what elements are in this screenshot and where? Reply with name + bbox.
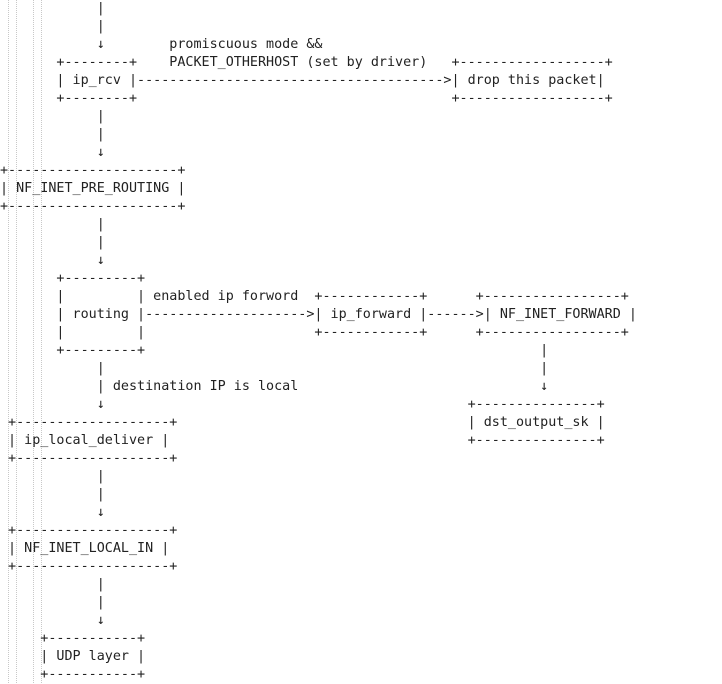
diagram-line: | UDP layer | [0,649,146,664]
diagram-line: | NF_INET_LOCAL_IN | [0,541,170,556]
diagram-line: | [0,19,105,34]
diagram-line: | ip_rcv |------------------------------… [0,73,605,88]
diagram-line: | routing |-------------------->| ip_for… [0,307,637,322]
diagram-line: ↓ [0,613,105,628]
diagram-line: | [0,469,105,484]
indent-guide-1 [8,0,9,683]
diagram-line: +---------+ | [0,343,549,358]
diagram-line: | [0,487,105,502]
diagram-line: ↓ +---------------+ [0,397,605,412]
diagram-line: | ip_local_deliver | +---------------+ [0,433,605,448]
diagram-line: | [0,1,105,16]
indent-guide-2 [16,0,17,683]
diagram-line: +--------+ +------------------+ [0,91,613,106]
indent-guide-4 [41,0,42,683]
diagram-line: | [0,577,105,592]
diagram-line: | | enabled ip forword +------------+ +-… [0,289,629,304]
diagram-line: ↓ [0,505,105,520]
diagram-line: +---------------------+ [0,199,186,214]
diagram-line: +--------+ PACKET_OTHERHOST (set by driv… [0,55,613,70]
diagram-line: +-------------------+ | dst_output_sk | [0,415,605,430]
diagram-line: | | +------------+ +-----------------+ [0,325,629,340]
diagram-line: | [0,109,105,124]
diagram-line: | | [0,361,549,376]
diagram-line: | [0,217,105,232]
diagram-line: | [0,127,105,142]
diagram-line: +---------------------+ [0,163,186,178]
diagram-line: ↓ [0,145,105,160]
diagram-line: +-----------+ [0,667,146,682]
diagram-line: | NF_INET_PRE_ROUTING | [0,181,186,196]
diagram-line: +-------------------+ [0,523,178,538]
diagram-line: +-------------------+ [0,451,178,466]
diagram-line: ↓ promiscuous mode && [0,37,323,52]
diagram-line: +---------+ [0,271,146,286]
diagram-line: ↓ [0,253,105,268]
indent-guide-3 [33,0,34,683]
diagram-line: | destination IP is local ↓ [0,379,549,394]
diagram-line: | [0,235,105,250]
diagram-line: +-------------------+ [0,559,178,574]
diagram-line: +-----------+ [0,631,146,646]
network-stack-diagram: | | ↓ promiscuous mode && +--------+ PAC… [0,1,637,682]
diagram-line: | [0,595,105,610]
